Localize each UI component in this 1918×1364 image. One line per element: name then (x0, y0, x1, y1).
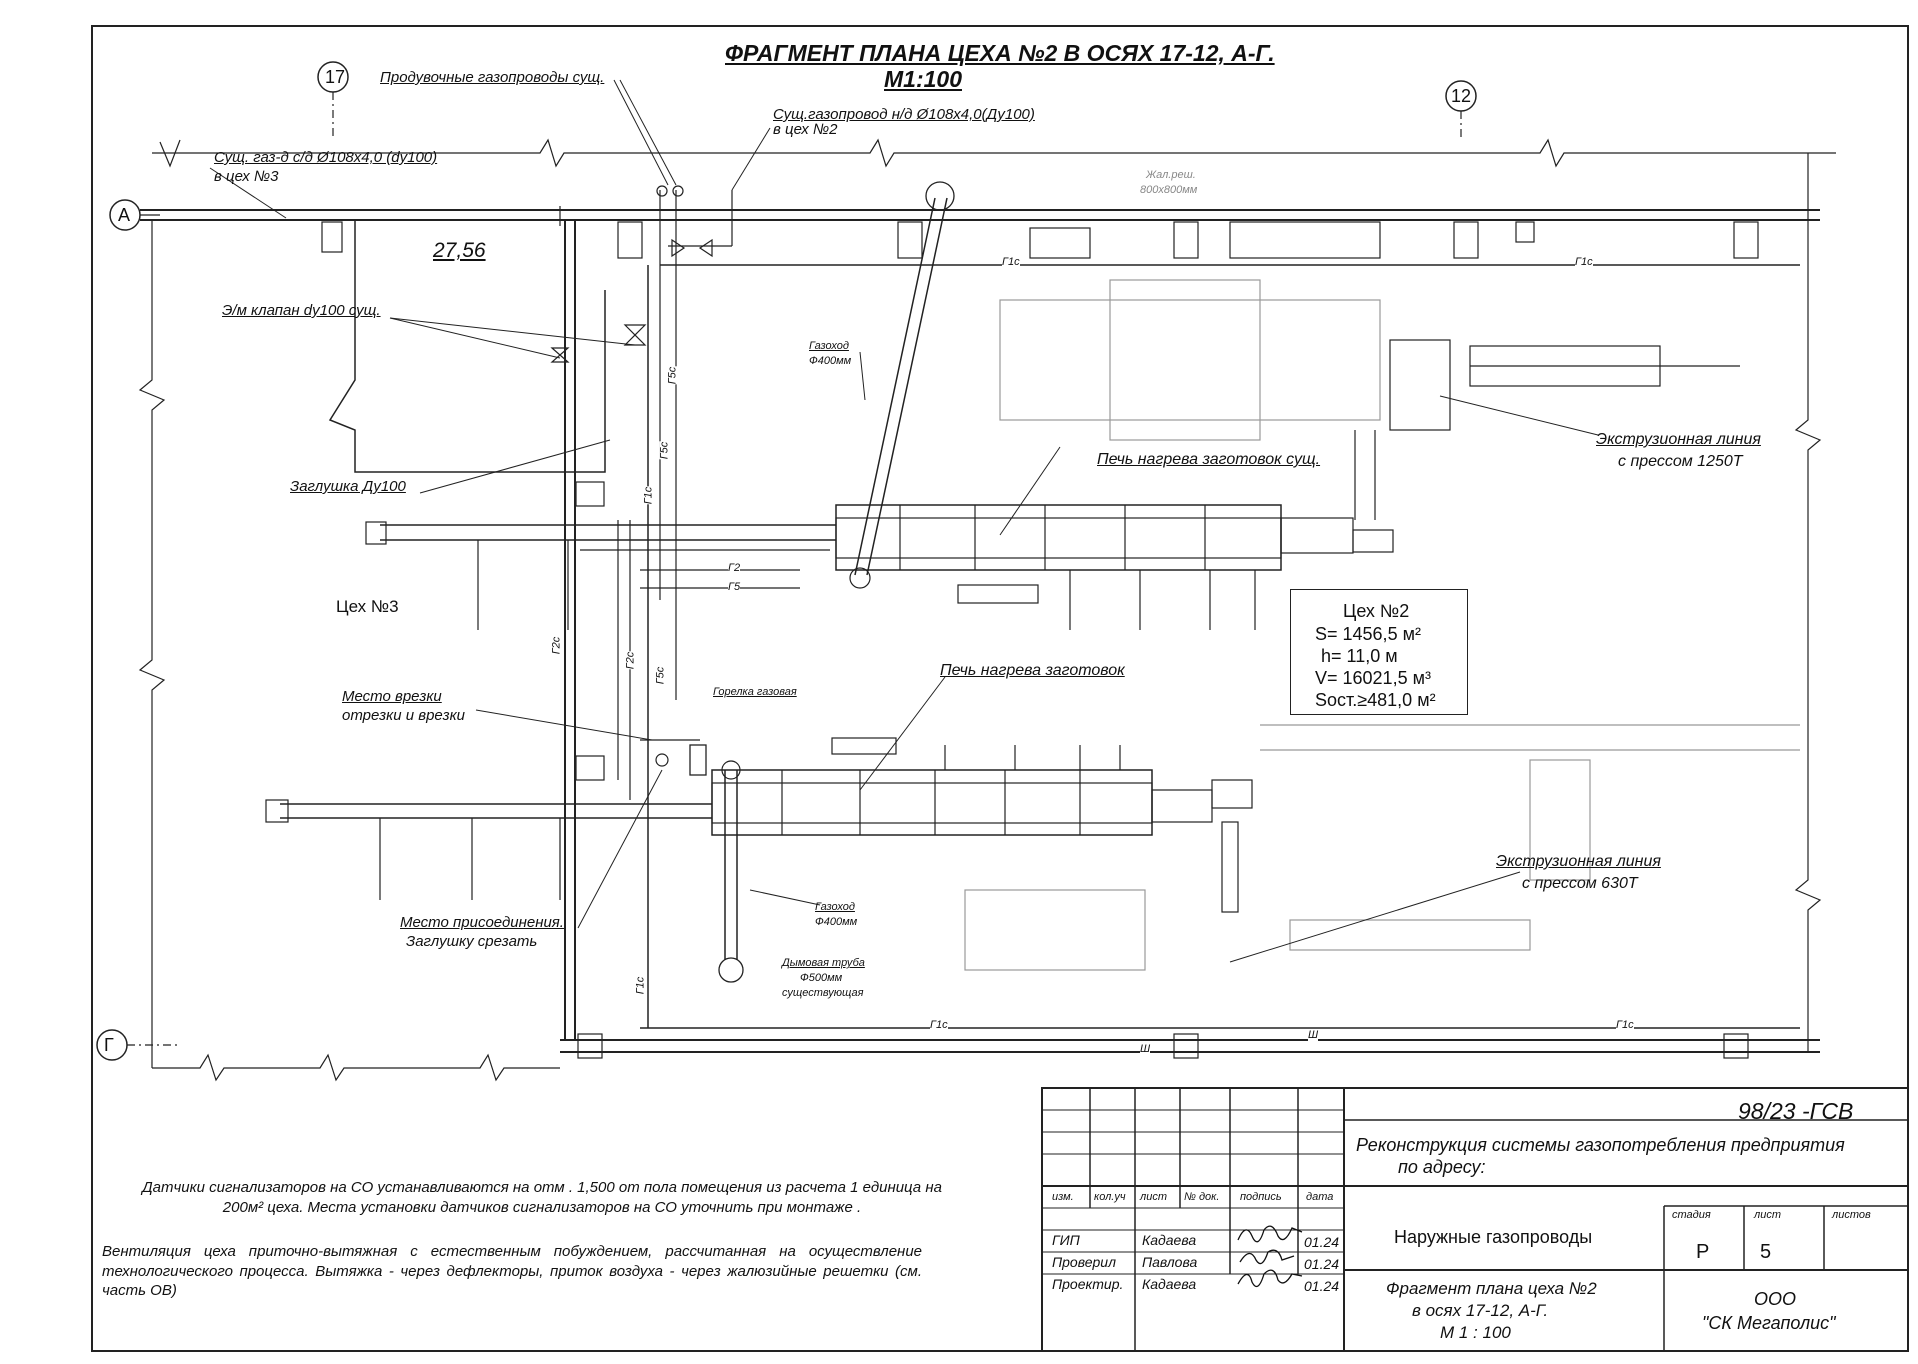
sheet-frame (91, 25, 1909, 1352)
pipe-g1c-label: Г1с (642, 486, 655, 505)
pipe-g1c-label: Г1с (1002, 256, 1020, 268)
furnace-label: Печь нагрева заготовок (940, 662, 1125, 679)
connection-label: Место присоединения. (400, 914, 564, 931)
pipe-g1c-label: Г1с (930, 1019, 948, 1031)
existing-ld-pipe-label-2: в цех №2 (773, 121, 838, 138)
row-date: 01.24 (1304, 1278, 1340, 1294)
chimney-label-2: Ф500мм (800, 972, 843, 984)
shop2-height: h= 11,0 м (1321, 646, 1398, 666)
extrusion-630-label-2: с прессом 630Т (1522, 875, 1638, 892)
sheet-value: 5 (1760, 1241, 1772, 1263)
top-break-line (152, 138, 1836, 168)
header-doc: № док. (1184, 1191, 1220, 1203)
flue-bottom-label: Газоход (815, 901, 855, 913)
header-change: изм. (1052, 1191, 1074, 1203)
axis-A-label: А (118, 205, 131, 225)
chimney (718, 957, 744, 983)
connection-label-2: Заглушку срезать (406, 933, 538, 950)
pipe-g2c-label: Г2с (624, 651, 637, 670)
pipe-g2c-label: Г2с (550, 636, 563, 655)
plug-label: Заглушка Ду100 (290, 478, 406, 495)
valve-label: Э/м клапан dy100 сущ. (222, 302, 381, 319)
existing-md-pipe-label-2: в цех №3 (214, 168, 279, 185)
axis-12-label: 12 (1451, 86, 1472, 106)
pipe-g1c-label: Г1с (1575, 256, 1593, 268)
existing-md-pipe-label: Сущ. газ-д с/д Ø108x4,0 (dy100) (214, 149, 438, 166)
shop2-area: S= 1456,5 м² (1315, 624, 1421, 644)
sheet-title-2: в осях 17-12, А-Г. (1412, 1301, 1549, 1320)
row-name: Кадаева (1142, 1232, 1197, 1248)
extrusion-1250-label-2: с прессом 1250Т (1618, 453, 1743, 470)
note-ventilation: Вентиляция цеха приточно-вытяжная с есте… (102, 1243, 922, 1299)
extrusion-630-label: Экструзионная линия (1496, 853, 1661, 870)
louver-label-2: 800x800мм (1140, 184, 1198, 196)
title-block-frame (1041, 1087, 1909, 1352)
row-name: Павлова (1142, 1254, 1198, 1270)
room-area: 27,56 (433, 239, 486, 262)
project-title: Реконструкция системы газопотребления пр… (1356, 1135, 1845, 1155)
furnace-existing-label: Печь нагрева заготовок сущ. (1097, 451, 1321, 468)
sheet-title: Фрагмент плана цеха №2 (1386, 1279, 1597, 1298)
header-sheet: лист (1140, 1191, 1167, 1203)
tie-in-label-2: отрезки и врезки (342, 707, 466, 724)
drawing-title: ФРАГМЕНТ ПЛАНА ЦЕХА №2 В ОСЯХ 17-12, А-Г… (725, 40, 1275, 66)
section-name: Наружные газопроводы (1394, 1227, 1593, 1247)
chimney-label-3: существующая (782, 987, 864, 999)
header-count: кол.уч (1094, 1191, 1126, 1203)
axis-17-label: 17 (325, 67, 346, 87)
pipe-g1c-label: Г1с (634, 976, 647, 995)
stage-header: стадия (1672, 1209, 1711, 1221)
shop2-volume: V= 16021,5 м³ (1315, 668, 1431, 688)
sheet-title-3: М 1 : 100 (1440, 1323, 1511, 1342)
row-role: Проектир. (1052, 1276, 1124, 1292)
existing-ld-pipe-label: Сущ.газопровод н/д Ø108x4,0(Ду100) (773, 106, 1035, 123)
pipe-g5c-label: Г5с (666, 366, 679, 385)
pipe-sh-label: Ш (1308, 1029, 1319, 1041)
flue-top (854, 197, 936, 576)
burner-label: Горелка газовая (713, 686, 797, 698)
row-role: Проверил (1052, 1254, 1116, 1270)
shop3-label: Цех №3 (336, 597, 399, 616)
project-address: по адресу: (1398, 1157, 1486, 1177)
org-name: ООО (1754, 1289, 1797, 1309)
org-name-2: "СК Мегаполис" (1702, 1313, 1836, 1333)
shop2-info-box: Цех №2 S= 1456,5 м² h= 11,0 м V= 16021,5… (1290, 589, 1468, 715)
note-sensors: Датчики сигнализаторов на СО устанавлива… (142, 1179, 942, 1216)
header-date: дата (1306, 1191, 1334, 1203)
sheet-header: лист (1754, 1209, 1781, 1221)
gas-burner (689, 744, 707, 776)
document-code: 98/23 -ГСВ (1738, 1098, 1854, 1124)
header-sign: подпись (1240, 1191, 1282, 1203)
row-date: 01.24 (1304, 1256, 1340, 1272)
row-date: 01.24 (1304, 1234, 1340, 1250)
shop2-name: Цех №2 (1343, 601, 1410, 621)
flue-bottom-label-2: Ф400мм (815, 916, 858, 928)
pipe-g2-label: Г2 (728, 562, 741, 574)
furnace-new (711, 769, 1153, 836)
signatures (1237, 1225, 1303, 1288)
row-name: Кадаева (1142, 1276, 1197, 1292)
flue-top-label-2: Ф400мм (809, 355, 852, 367)
axis-G-label: Г (104, 1035, 114, 1055)
pipe-g1c-label: Г1с (1616, 1019, 1634, 1031)
flue-top-label: Газоход (809, 340, 849, 352)
chimney-label: Дымовая труба (782, 957, 865, 969)
drawing-scale: М1:100 (884, 66, 962, 92)
bottom-break-line (152, 1053, 560, 1082)
tie-in-label: Место врезки (342, 688, 442, 705)
pipe-g5c-label: Г5с (654, 666, 667, 685)
furnace-existing (835, 504, 1282, 571)
shop2-glazing: Sост.≥481,0 м² (1315, 690, 1436, 710)
pipe-g5c-label: Г5с (658, 441, 671, 460)
pipe-g5-label: Г5 (728, 581, 741, 593)
louver-label: Жал.реш. (1146, 169, 1196, 181)
purge-pipes-label: Продувочные газопроводы сущ. (380, 69, 605, 86)
extrusion-1250-label: Экструзионная линия (1596, 431, 1761, 448)
pipe-sh-label: Ш (1140, 1043, 1151, 1055)
sheets-header: листов (1832, 1209, 1871, 1221)
stage-value: Р (1696, 1241, 1710, 1263)
row-role: ГИП (1052, 1232, 1080, 1248)
